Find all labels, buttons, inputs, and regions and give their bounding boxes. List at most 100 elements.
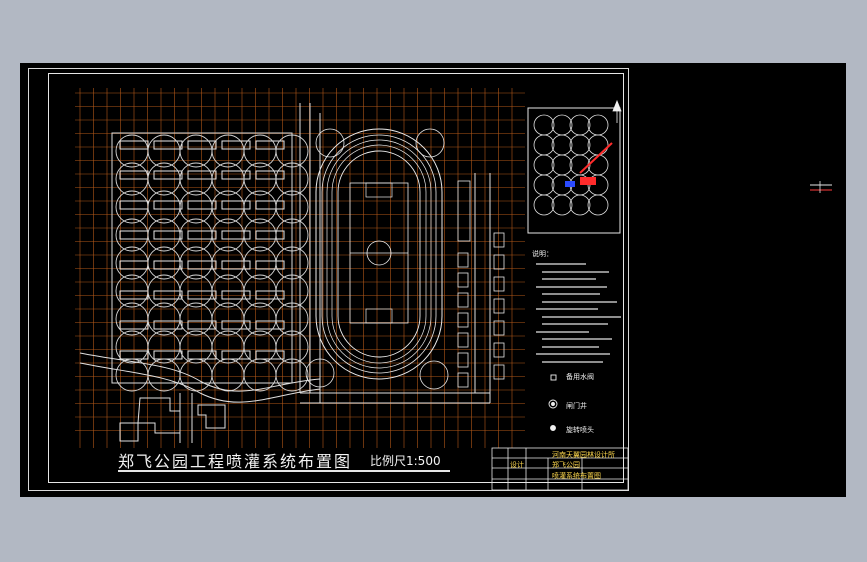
note-line [536, 330, 589, 333]
note-line [542, 270, 609, 273]
inset-circle [587, 154, 609, 176]
coverage-circle [179, 190, 213, 224]
building-block [221, 200, 251, 210]
stall [493, 364, 505, 380]
note-line [536, 263, 586, 265]
inset-circle [569, 134, 591, 156]
legend-symbols [548, 374, 558, 431]
building-block [119, 140, 149, 150]
drawing-scale: 比例尺1:500 [370, 454, 441, 468]
building-block [255, 260, 285, 270]
stall [457, 332, 469, 348]
running-track [305, 128, 449, 390]
drawing-inner-frame [48, 73, 624, 483]
inset-circle [569, 114, 591, 136]
side-marker [810, 181, 832, 193]
coverage-circle [211, 358, 245, 392]
note-line [536, 353, 610, 355]
inset-circle [569, 194, 591, 216]
inset-circle [533, 114, 555, 136]
building-block [187, 320, 217, 330]
coverage-circle [211, 134, 245, 168]
stall [493, 254, 505, 270]
coverage-circle [275, 246, 309, 280]
inset-circle [533, 134, 555, 156]
title-block-institute: 河南天翼园林设计所 [552, 451, 615, 459]
north-arrow-icon [612, 99, 622, 123]
building-block [153, 200, 183, 210]
building-block [221, 140, 251, 150]
coverage-circle [275, 162, 309, 196]
building-block [187, 260, 217, 270]
inset-circle [551, 134, 573, 156]
building-block [221, 260, 251, 270]
gate-well-icon [548, 399, 558, 409]
coverage-circle [179, 218, 213, 252]
coverage-circle [211, 190, 245, 224]
right-side-structures [457, 180, 505, 388]
title-underline [118, 470, 450, 472]
building-block [119, 320, 149, 330]
building-block [187, 140, 217, 150]
stall [457, 352, 469, 368]
stall [457, 372, 469, 388]
building-block [221, 230, 251, 240]
building-block [187, 350, 217, 360]
note-line [542, 323, 608, 325]
coverage-circle [115, 190, 149, 224]
coverage-circle [147, 190, 181, 224]
coverage-circle [243, 190, 277, 224]
inset-circle [587, 114, 609, 136]
site-plan-svg [75, 88, 832, 491]
inset-circle [533, 154, 555, 176]
note-line [536, 308, 598, 310]
building-block [153, 290, 183, 300]
legend-label-gate-well: 闸门井 [566, 402, 587, 410]
note-line [542, 360, 603, 363]
rotary-sprinkler-icon [550, 425, 556, 431]
coverage-circle [147, 218, 181, 252]
cad-drawing-canvas[interactable]: 说明： 备用水阀 闸门井 旋转喷头 郑飞公园工程喷灌系统布置图 比例尺1:500… [20, 63, 846, 497]
building-block [221, 350, 251, 360]
note-line [542, 338, 612, 340]
building-block [187, 230, 217, 240]
inset-circle [587, 194, 609, 216]
building-block [255, 230, 285, 240]
building-block [153, 230, 183, 240]
inset-circle [551, 154, 573, 176]
legend-label-sprinkler: 旋转喷头 [566, 426, 594, 434]
building-block [255, 290, 285, 300]
coverage-circle [275, 302, 309, 336]
building-block [153, 320, 183, 330]
title-block-project: 郑飞公园 [552, 461, 580, 469]
coverage-circle [179, 246, 213, 280]
building-block [187, 290, 217, 300]
note-line [542, 278, 596, 280]
coverage-circle [243, 358, 277, 392]
inset-circle [587, 134, 609, 156]
coverage-circle [275, 330, 309, 364]
coverage-circle [211, 302, 245, 336]
valve-icon [550, 374, 557, 381]
coverage-circle [179, 302, 213, 336]
note-line [542, 300, 617, 303]
coverage-circle [243, 246, 277, 280]
stall [457, 252, 469, 268]
coverage-circle [243, 302, 277, 336]
coverage-circle [275, 190, 309, 224]
drawing-title: 郑飞公园工程喷灌系统布置图 [118, 452, 353, 471]
coverage-circle [115, 218, 149, 252]
inset-circle [533, 174, 555, 196]
coverage-circle [275, 134, 309, 168]
coverage-circle [147, 358, 181, 392]
building-block [187, 200, 217, 210]
coverage-circle [211, 218, 245, 252]
note-line [536, 285, 607, 288]
location-map-inset [527, 99, 622, 234]
drawing-outer-frame [28, 68, 629, 491]
coverage-circle [211, 246, 245, 280]
stall [493, 232, 505, 248]
title-block [491, 447, 629, 491]
coverage-circle [115, 246, 149, 280]
building-block [255, 170, 285, 180]
